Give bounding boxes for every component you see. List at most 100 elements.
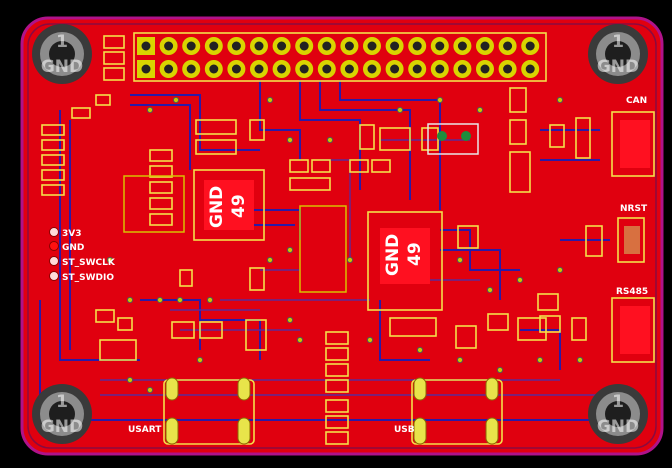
mounting-hole-br — [588, 384, 648, 444]
header-pin-hole — [525, 41, 535, 51]
via — [456, 256, 464, 264]
gpio-header — [133, 32, 547, 82]
hole-br-pin: 1 — [612, 392, 624, 412]
via — [296, 336, 304, 344]
vias — [106, 96, 584, 394]
hole-bl-net: GND — [41, 417, 83, 437]
via — [286, 246, 294, 254]
label-usart: USART — [128, 425, 162, 435]
chip2-pin-label: 49 — [405, 242, 425, 266]
via — [496, 366, 504, 374]
hole-bl-pin: 1 — [56, 392, 68, 412]
via — [476, 106, 484, 114]
bottom-connectors — [163, 377, 503, 445]
header-pin-hole — [186, 64, 196, 74]
via — [146, 386, 154, 394]
via — [156, 296, 164, 304]
via — [366, 336, 374, 344]
via — [516, 276, 524, 284]
via — [486, 286, 494, 294]
via — [126, 296, 134, 304]
via — [206, 296, 214, 304]
label-st-swclk: ST_SWCLK — [62, 258, 116, 268]
mcu-chip-2 — [367, 211, 443, 311]
header-pin-hole — [390, 64, 400, 74]
header-pin-hole — [277, 64, 287, 74]
hole-br-net: GND — [597, 417, 639, 437]
label-rs485: RS485 — [616, 287, 648, 297]
via — [266, 96, 274, 104]
via — [176, 296, 184, 304]
header-pin-hole — [186, 41, 196, 51]
small-ics — [123, 123, 547, 341]
chip2-net-label: GND — [383, 234, 403, 276]
chip1-net-label: GND — [207, 186, 227, 228]
via — [346, 256, 354, 264]
header-pin-hole — [254, 41, 264, 51]
via — [396, 106, 404, 114]
header-pin-hole — [503, 41, 513, 51]
chip1-pin-label: 49 — [229, 194, 249, 218]
hole-tl-net: GND — [41, 57, 83, 77]
header-pin-hole — [164, 41, 174, 51]
header-pin-hole — [435, 64, 445, 74]
via — [146, 106, 154, 114]
header-pin-hole — [390, 41, 400, 51]
via — [266, 256, 274, 264]
hole-tl-pin: 1 — [56, 32, 68, 52]
debug-pads — [49, 227, 59, 281]
label-3v3: 3V3 — [62, 229, 82, 239]
via — [416, 346, 424, 354]
mounting-hole-bl — [32, 384, 92, 444]
header-pin-hole — [141, 41, 151, 51]
header-pin-hole — [322, 64, 332, 74]
header-pin-hole — [412, 64, 422, 74]
mounting-hole-tl — [32, 24, 92, 84]
header-pin-hole — [209, 41, 219, 51]
header-pin-hole — [435, 41, 445, 51]
via — [126, 376, 134, 384]
via — [436, 96, 444, 104]
hole-tr-net: GND — [597, 57, 639, 77]
via — [286, 136, 294, 144]
via — [106, 256, 114, 264]
via — [536, 356, 544, 364]
via — [326, 136, 334, 144]
header-pin-hole — [503, 64, 513, 74]
label-can: CAN — [626, 96, 647, 106]
header-pin-hole — [254, 64, 264, 74]
header-pin-hole — [277, 41, 287, 51]
header-pin-hole — [367, 41, 377, 51]
label-usb: USB — [394, 425, 415, 435]
passive-components — [41, 35, 603, 445]
via — [196, 356, 204, 364]
mcu-chip-1 — [193, 169, 265, 241]
header-pin-hole — [525, 64, 535, 74]
header-pin-hole — [164, 64, 174, 74]
label-nrst: NRST — [620, 204, 648, 214]
hole-tr-pin: 1 — [612, 32, 624, 52]
via — [556, 266, 564, 274]
via — [456, 356, 464, 364]
via — [576, 356, 584, 364]
header-pin-hole — [299, 64, 309, 74]
board-outline — [20, 16, 664, 456]
header-pin-hole — [231, 64, 241, 74]
header-pin-hole — [322, 41, 332, 51]
header-pin-hole — [209, 64, 219, 74]
header-pin-hole — [141, 64, 151, 74]
label-gnd: GND — [62, 243, 84, 253]
header-pin-hole — [344, 64, 354, 74]
via — [172, 96, 180, 104]
header-pin-hole — [457, 41, 467, 51]
via — [556, 96, 564, 104]
via — [286, 316, 294, 324]
right-connectors — [611, 111, 655, 363]
mounting-hole-tr — [588, 24, 648, 84]
header-pin-hole — [457, 64, 467, 74]
header-pin-hole — [231, 41, 241, 51]
header-pin-hole — [367, 64, 377, 74]
label-st-swdio: ST_SWDIO — [62, 273, 114, 283]
header-pin-hole — [480, 64, 490, 74]
header-pin-hole — [480, 41, 490, 51]
